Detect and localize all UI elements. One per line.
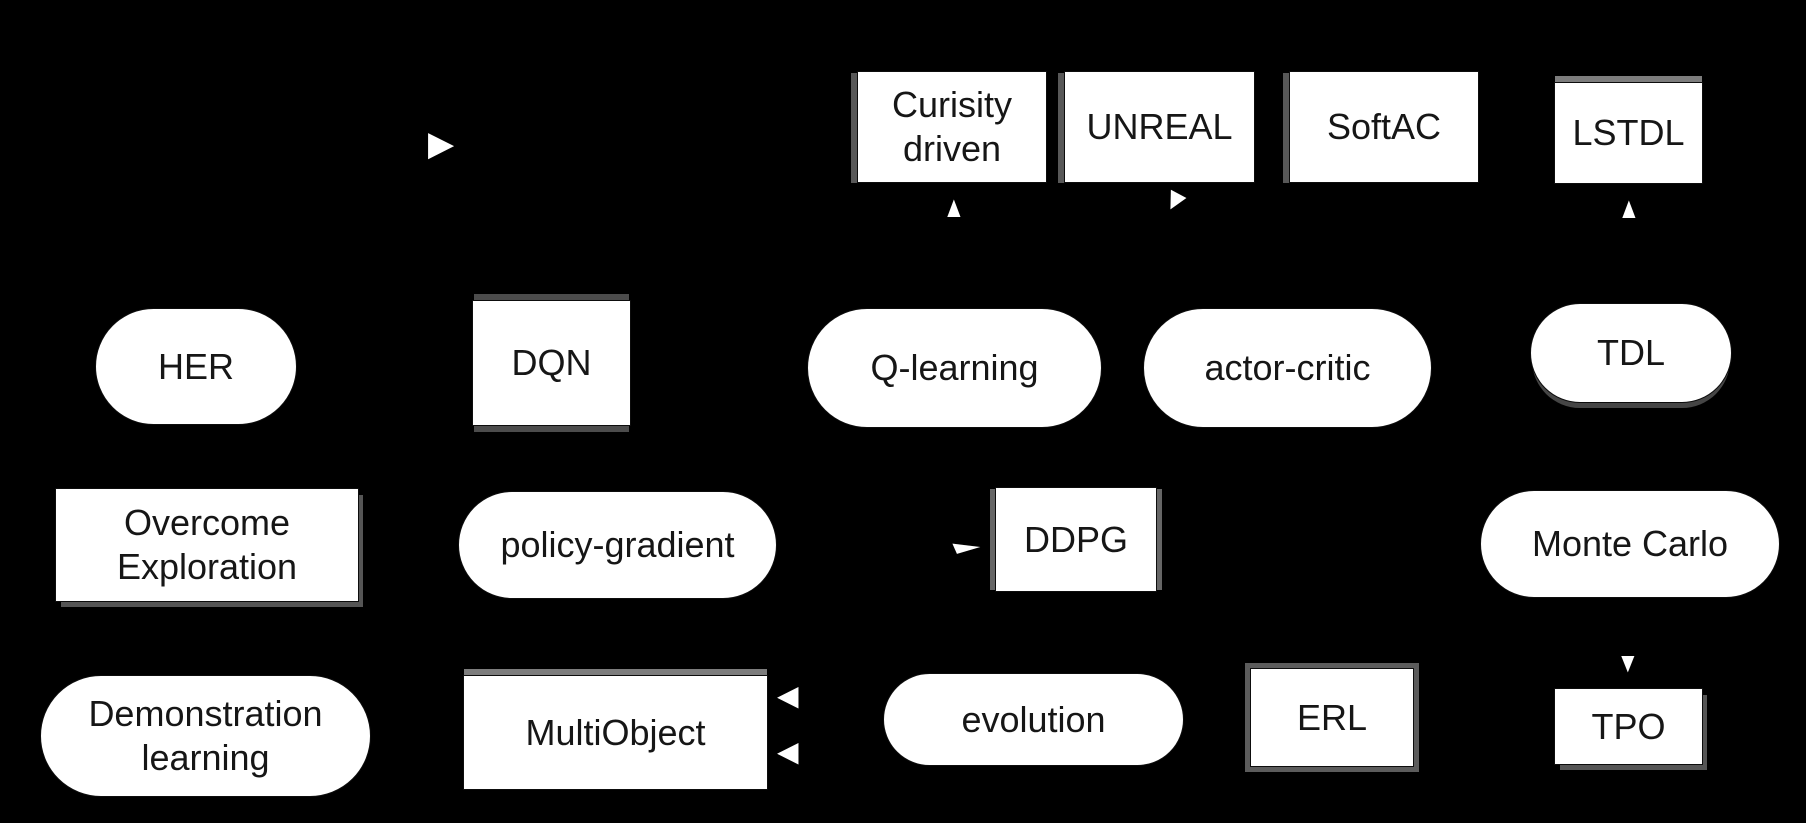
node-label: TPO bbox=[1591, 705, 1666, 747]
arrowhead-down-icon: ▼ bbox=[1616, 647, 1639, 678]
node-evolution: evolution bbox=[883, 673, 1184, 766]
node-label: MultiObject bbox=[525, 711, 706, 753]
node-label: Overcome Exploration bbox=[116, 502, 298, 587]
node-q-learning: Q-learning bbox=[807, 308, 1102, 428]
node-lstdl: LSTDL bbox=[1554, 82, 1703, 184]
node-label: evolution bbox=[961, 698, 1106, 740]
node-label: SoftAC bbox=[1326, 106, 1442, 148]
node-curiosity-driven: Curisity driven bbox=[857, 71, 1047, 183]
node-softac: SoftAC bbox=[1289, 71, 1479, 183]
node-multiobject: MultiObject bbox=[463, 675, 768, 790]
node-label: DQN bbox=[511, 342, 592, 384]
node-policy-gradient: policy-gradient bbox=[458, 491, 777, 599]
arrowhead-down-left-icon: ▼ bbox=[1154, 179, 1196, 223]
node-label: Monte Carlo bbox=[1531, 523, 1729, 565]
node-label: HER bbox=[157, 345, 234, 387]
arrowhead-right-icon: ▶ bbox=[950, 538, 984, 556]
node-label: policy-gradient bbox=[500, 524, 735, 566]
node-dqn: DQN bbox=[472, 300, 631, 426]
node-tpo: TPO bbox=[1554, 688, 1703, 765]
node-ddpg: DDPG bbox=[995, 487, 1157, 592]
node-unreal: UNREAL bbox=[1064, 71, 1255, 183]
node-monte-carlo: Monte Carlo bbox=[1480, 490, 1780, 598]
node-actor-critic: actor-critic bbox=[1143, 308, 1432, 428]
node-her: HER bbox=[95, 308, 297, 425]
node-label: Q-learning bbox=[870, 347, 1039, 389]
node-demonstration-learning: Demonstration learning bbox=[40, 675, 371, 797]
node-erl: ERL bbox=[1245, 663, 1419, 772]
node-label: Demonstration learning bbox=[88, 693, 323, 778]
arrowhead-up-icon: ▲ bbox=[1617, 192, 1640, 225]
node-label: UNREAL bbox=[1086, 106, 1233, 148]
node-tdl: TDL bbox=[1530, 303, 1732, 403]
node-label: Curisity driven bbox=[891, 84, 1012, 169]
node-label: actor-critic bbox=[1204, 347, 1371, 389]
arrowhead-up-icon: ▲ bbox=[942, 191, 965, 224]
node-overcome-exploration: Overcome Exploration bbox=[55, 488, 359, 602]
node-label: TDL bbox=[1596, 332, 1665, 374]
arrowhead-right-icon: ▶ bbox=[428, 125, 455, 163]
arrowhead-left-icon: ◀ bbox=[777, 736, 799, 767]
node-label: ERL bbox=[1296, 696, 1368, 738]
node-label: LSTDL bbox=[1572, 112, 1685, 154]
node-label: DDPG bbox=[1023, 518, 1128, 560]
arrowhead-left-icon: ◀ bbox=[777, 680, 799, 711]
